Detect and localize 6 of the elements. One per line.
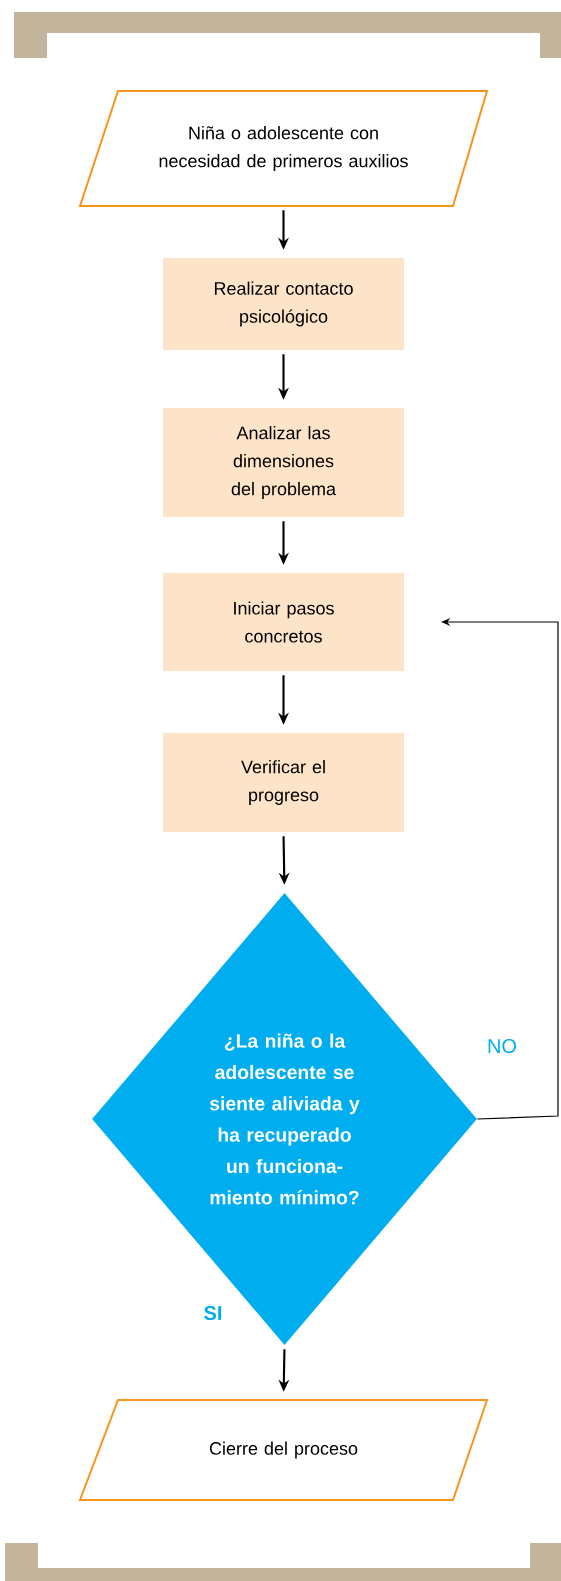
process-box: Realizar contacto psicológico: [163, 258, 404, 350]
process-box: Analizar las dimensiones del problema: [163, 408, 404, 517]
process-box: Iniciar pasos concretos: [163, 573, 404, 671]
edge-label: SI: [202, 1304, 224, 1322]
process-box: Verificar el progreso: [163, 733, 404, 832]
edge-label: NO: [485, 1037, 519, 1055]
